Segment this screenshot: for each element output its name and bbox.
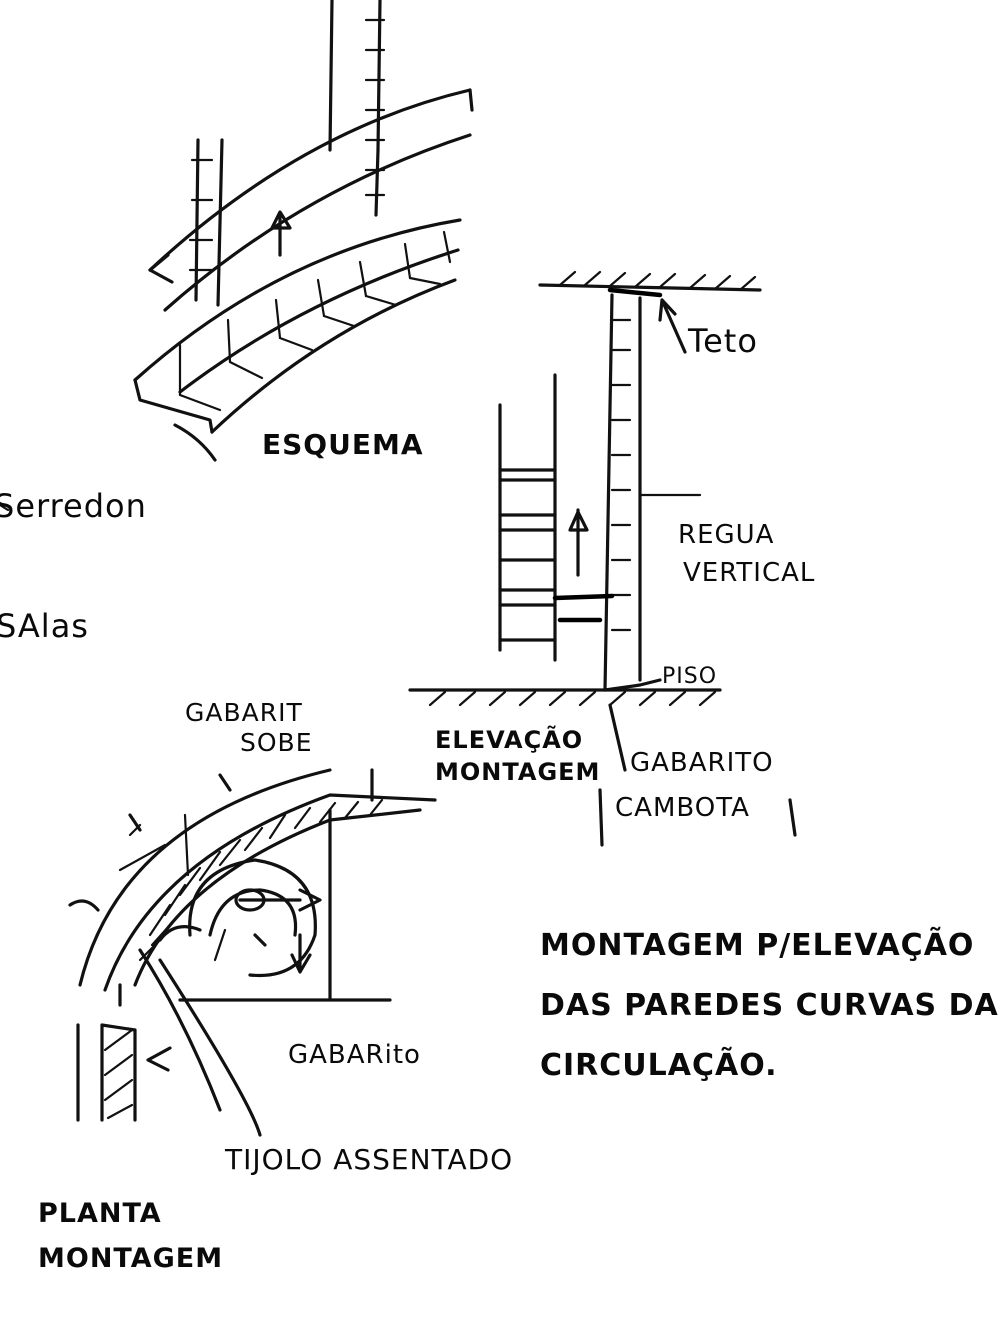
label-margin-1: Serredon — [0, 487, 147, 525]
label-regua-2: VERTICAL — [683, 558, 816, 588]
label-gabarit-2: SOBE — [240, 728, 313, 757]
label-gabarito-cambota-1: GABARITO — [630, 748, 774, 778]
label-tijolo: TIJOLO ASSENTADO — [225, 1143, 514, 1176]
label-gabarit-1: GABARIT — [185, 698, 303, 727]
label-margin-2: SAlas — [0, 607, 89, 645]
esquema-sketch — [133, 0, 474, 462]
label-gabarito-cambota-2: CAMBOTA — [615, 793, 750, 823]
label-regua-1: REGUA — [678, 520, 775, 550]
caption-line-3: CIRCULAÇÃO. — [540, 1048, 778, 1083]
label-planta-1: PLANTA — [38, 1198, 162, 1229]
label-elevacao-1: ELEVAÇÃO — [435, 726, 584, 754]
label-planta-2: MONTAGEM — [38, 1243, 224, 1274]
margin-marks — [0, 503, 10, 512]
label-esquema: ESQUEMA — [262, 428, 424, 461]
caption-line-1: MONTAGEM P/ELEVAÇÃO — [540, 928, 975, 963]
label-elevacao-2: MONTAGEM — [435, 758, 601, 786]
label-teto: Teto — [688, 322, 758, 360]
elevation-sketch — [408, 270, 797, 847]
plan-sketch — [68, 768, 437, 1137]
caption-line-2: DAS PAREDES CURVAS DA — [540, 988, 999, 1023]
label-gabarito: GABARito — [288, 1040, 421, 1070]
label-piso: PISO — [662, 664, 718, 689]
